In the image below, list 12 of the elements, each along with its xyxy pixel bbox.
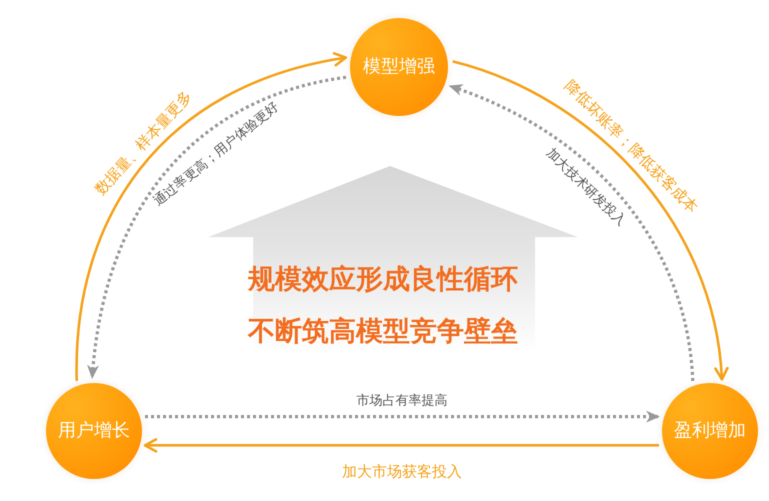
edge-label: 市场占有率提高 <box>356 394 448 410</box>
arrow <box>452 60 728 381</box>
headline-text: 规模效应形成良性循环 <box>248 263 518 297</box>
edge-label: 加大技术研发投入 <box>542 146 628 230</box>
headline-text: 不断筑高模型竞争壁垒 <box>248 315 518 349</box>
node-label: 模型增强 <box>363 56 435 78</box>
dotted-arrow <box>448 84 694 382</box>
node-label: 用户增长 <box>58 420 130 442</box>
arrow <box>144 438 659 453</box>
node-label: 盈利增加 <box>674 420 746 442</box>
dotted-arrow <box>145 410 660 423</box>
edge-label: 加大市场获客投入 <box>342 464 462 481</box>
